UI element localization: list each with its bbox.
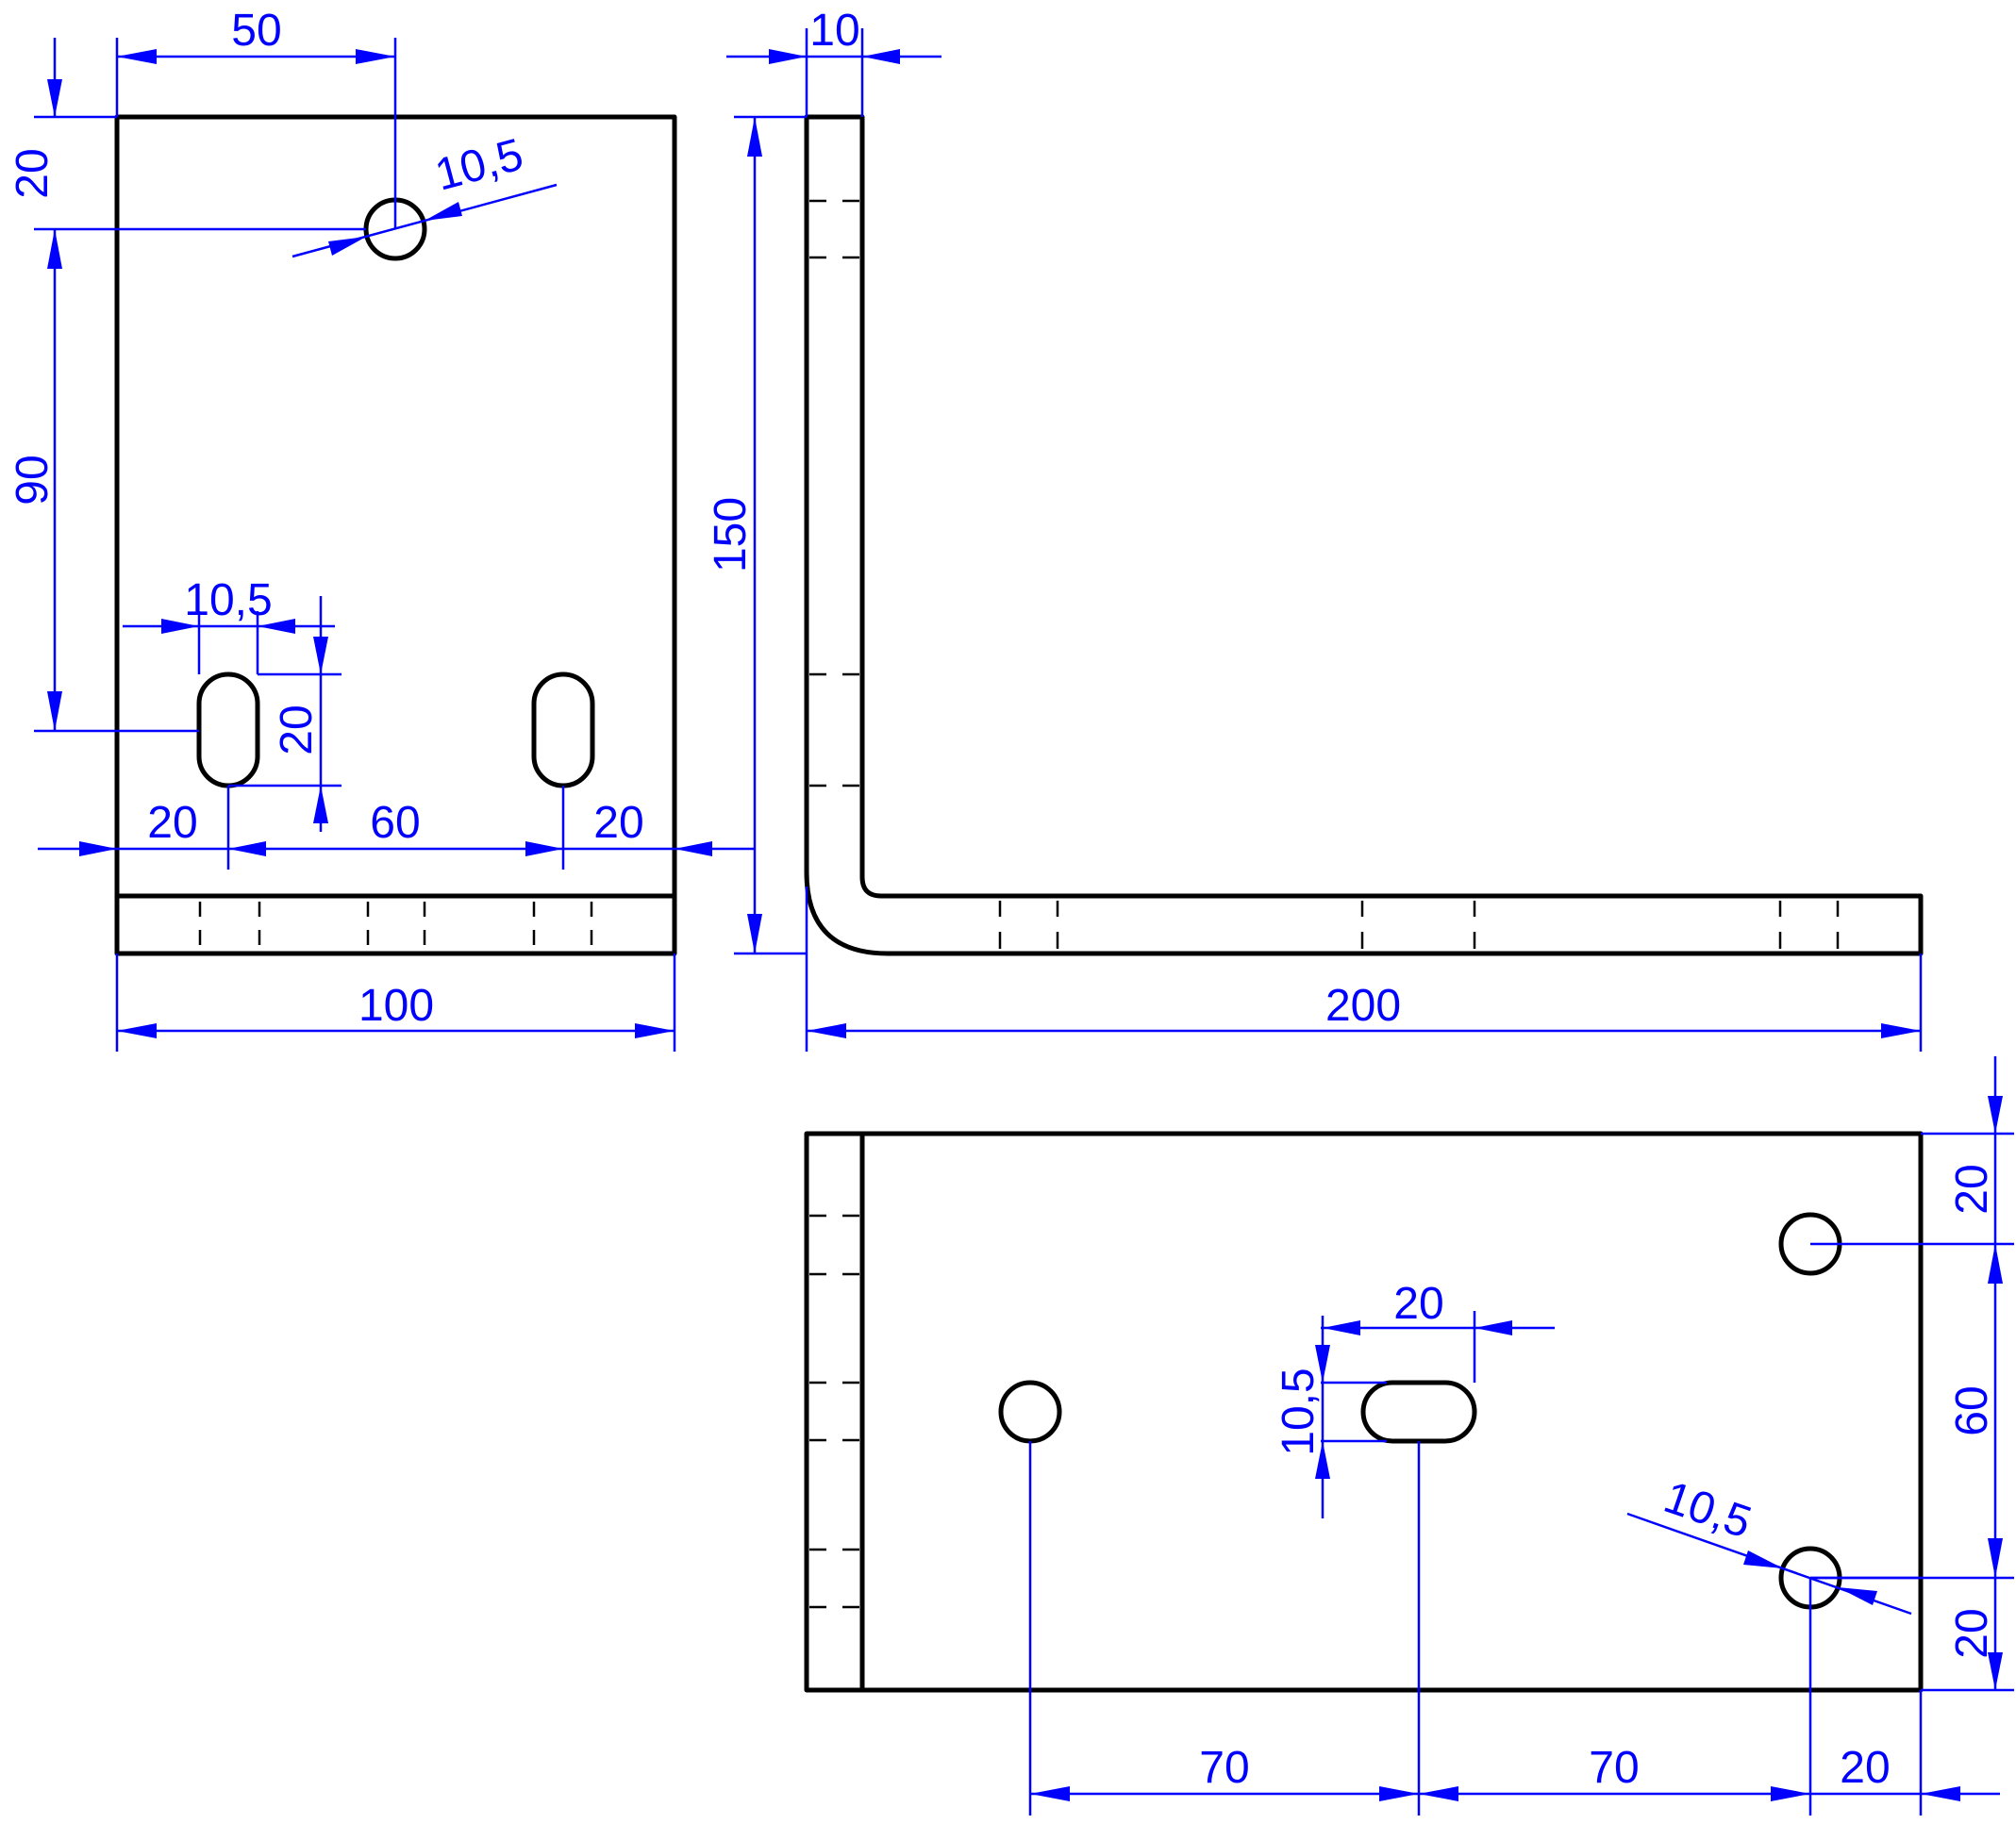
dim-front-slot-width: 10,5	[123, 575, 335, 674]
dim-bottom-hole-vertical: 20 60 20	[1810, 1056, 2014, 1692]
dim-bottom-hole-edge-top-text: 20	[1947, 1164, 1997, 1214]
dim-bottom-hole-spacing-vertical-text: 60	[1947, 1385, 1997, 1435]
dim-side-thickness-text: 10	[809, 6, 859, 56]
dim-side-thickness: 10	[726, 6, 941, 117]
dim-bottom-slot-width: 10,5	[1274, 1345, 1330, 1479]
dim-side-height: 150	[706, 115, 807, 955]
dim-bottom-horizontal: 70 70 20	[1028, 1441, 2000, 1816]
dim-front-top-hole-y: 20	[8, 38, 366, 231]
side-view-profile	[804, 114, 1924, 956]
dim-front-width: 100	[115, 953, 676, 1052]
side-view-hidden-lines	[809, 199, 1840, 949]
dim-front-slot-positions: 20 60 20	[38, 786, 755, 870]
dim-front-slot-length: 20	[228, 596, 342, 832]
dim-side-length: 200	[805, 887, 1923, 1052]
dim-side-length-text: 200	[1325, 981, 1401, 1031]
dim-bottom-edge-right-text: 20	[1840, 1743, 1890, 1793]
dim-front-top-hole-x-text: 50	[231, 6, 281, 56]
dim-front-slot-width-text: 10,5	[184, 575, 272, 625]
dim-front-hole-slot-spacing: 90	[8, 229, 199, 733]
dim-front-hole-slot-spacing-text: 90	[8, 455, 58, 505]
dim-front-top-hole-x: 50	[115, 6, 397, 229]
dim-bottom-spacing-mid-text: 70	[1589, 1743, 1639, 1793]
dim-front-slot-spacing-text: 60	[370, 798, 420, 848]
side-view: 10 150 200	[706, 6, 1924, 1052]
bottom-view-hidden-lines	[809, 1214, 859, 1609]
dim-front-slot-edge-right-text: 20	[593, 798, 643, 848]
dim-front-slot-edge-left-text: 20	[147, 798, 197, 848]
dim-bottom-hole-edge-bottom-text: 20	[1947, 1608, 1997, 1658]
dim-front-width-text: 100	[358, 981, 434, 1031]
front-view-flange-hidden-lines	[198, 902, 593, 945]
dim-bottom-spacing-left-text: 70	[1199, 1743, 1249, 1793]
front-view: 100 50 20 90	[8, 6, 755, 1052]
bottom-view-outline	[804, 1131, 1924, 1693]
dim-bottom-slot-length-text: 20	[1393, 1279, 1443, 1329]
dim-bottom-slot-width-text: 10,5	[1274, 1368, 1324, 1455]
bottom-view: 20 60 20 20 10,5 10,5	[804, 1056, 2014, 1816]
dim-front-slot-length-text: 20	[272, 705, 322, 754]
dim-front-top-hole-y-text: 20	[8, 148, 58, 198]
dim-side-height-text: 150	[706, 497, 756, 572]
